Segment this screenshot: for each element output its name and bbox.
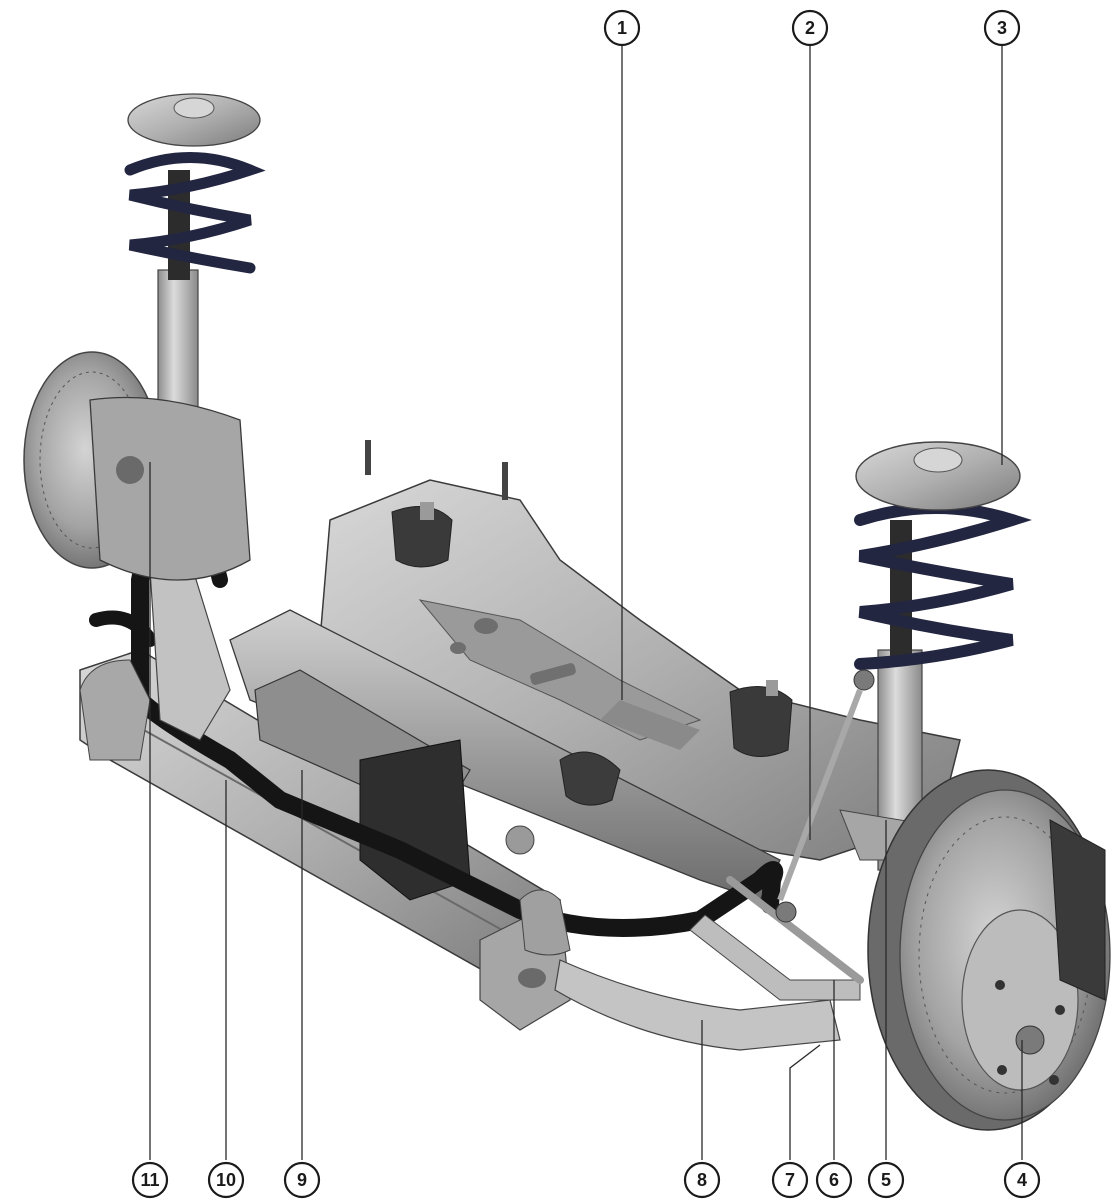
right-brake-disc <box>867 769 1111 1131</box>
callouts: 1 2 3 4 5 6 7 8 <box>131 9 1041 1199</box>
callout-3-label: 3 <box>997 18 1007 38</box>
callout-8-label: 8 <box>697 1170 707 1190</box>
engine-mount-right <box>729 680 793 757</box>
callout-5-label: 5 <box>881 1170 891 1190</box>
steering-gear <box>229 609 781 901</box>
callout-6-label: 6 <box>829 1170 839 1190</box>
callout-2: 2 <box>791 9 829 47</box>
callout-2-label: 2 <box>805 18 815 38</box>
leader-7 <box>789 1044 821 1160</box>
callout-7: 7 <box>771 1161 809 1199</box>
left-strut <box>89 93 266 581</box>
callout-4: 4 <box>1003 1161 1041 1199</box>
callout-11-label: 11 <box>140 1170 159 1190</box>
callout-10-label: 10 <box>216 1170 236 1190</box>
callout-1-label: 1 <box>617 18 627 38</box>
left-lower-arm <box>79 559 231 761</box>
callout-9-label: 9 <box>297 1170 307 1190</box>
right-lower-linkage <box>554 669 875 1051</box>
callout-7-label: 7 <box>785 1170 795 1190</box>
callout-1: 1 <box>603 9 641 47</box>
callout-5: 5 <box>867 1161 905 1199</box>
leader-lines <box>149 45 1023 1160</box>
callout-11: 11 <box>131 1161 169 1199</box>
engine-mount-left <box>365 440 508 568</box>
callout-8: 8 <box>683 1161 721 1199</box>
callout-3: 3 <box>983 9 1021 47</box>
callout-9: 9 <box>283 1161 321 1199</box>
illustration <box>23 93 1111 1131</box>
callout-4-label: 4 <box>1017 1170 1027 1190</box>
callout-10: 10 <box>207 1161 245 1199</box>
callout-6: 6 <box>815 1161 853 1199</box>
